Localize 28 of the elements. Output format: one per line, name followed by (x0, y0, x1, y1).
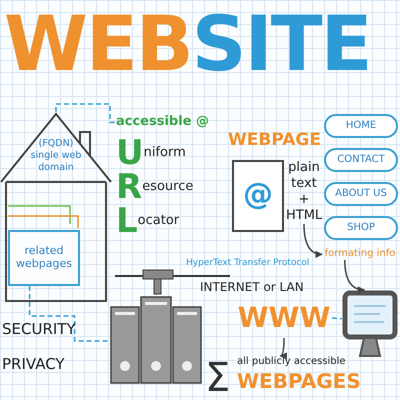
publicly-accessible-text: all publicly accessible (237, 356, 346, 367)
webpage-heading: WEBPAGE (228, 130, 321, 150)
security-label: SECURITY (2, 320, 76, 338)
at-sign: @ (242, 178, 274, 212)
arrow (344, 260, 366, 294)
box-label: related webpages (15, 244, 73, 270)
sigma-sign: Σ (205, 356, 230, 400)
accessible-label: accessible @ (116, 114, 210, 129)
arrow (303, 224, 323, 258)
nav-button: SHOP (324, 216, 398, 240)
nav-button: CONTACT (324, 148, 398, 172)
house-label: (FQDN) single web domain (30, 138, 82, 174)
webpages-heading: WEBPAGES (237, 369, 361, 393)
privacy-label: PRIVACY (2, 355, 65, 373)
network-label: INTERNET or LAN (200, 280, 304, 294)
node-text: plain text + HTML (286, 160, 322, 224)
arrow (279, 338, 288, 358)
nav-button: HOME (324, 114, 398, 138)
www-text: WWW (236, 300, 332, 336)
title-heading: WEBSITE (4, 0, 370, 90)
nav-button: ABOUT US (324, 182, 398, 206)
protocol-label: HyperText Transfer Protocol (186, 258, 310, 268)
dashed-connector (28, 286, 110, 342)
dashed-connector (55, 103, 116, 124)
dashed-connector (332, 317, 342, 320)
webpages-box (8, 230, 80, 286)
node-text: formating info (324, 247, 396, 261)
document-drawing (232, 160, 284, 232)
